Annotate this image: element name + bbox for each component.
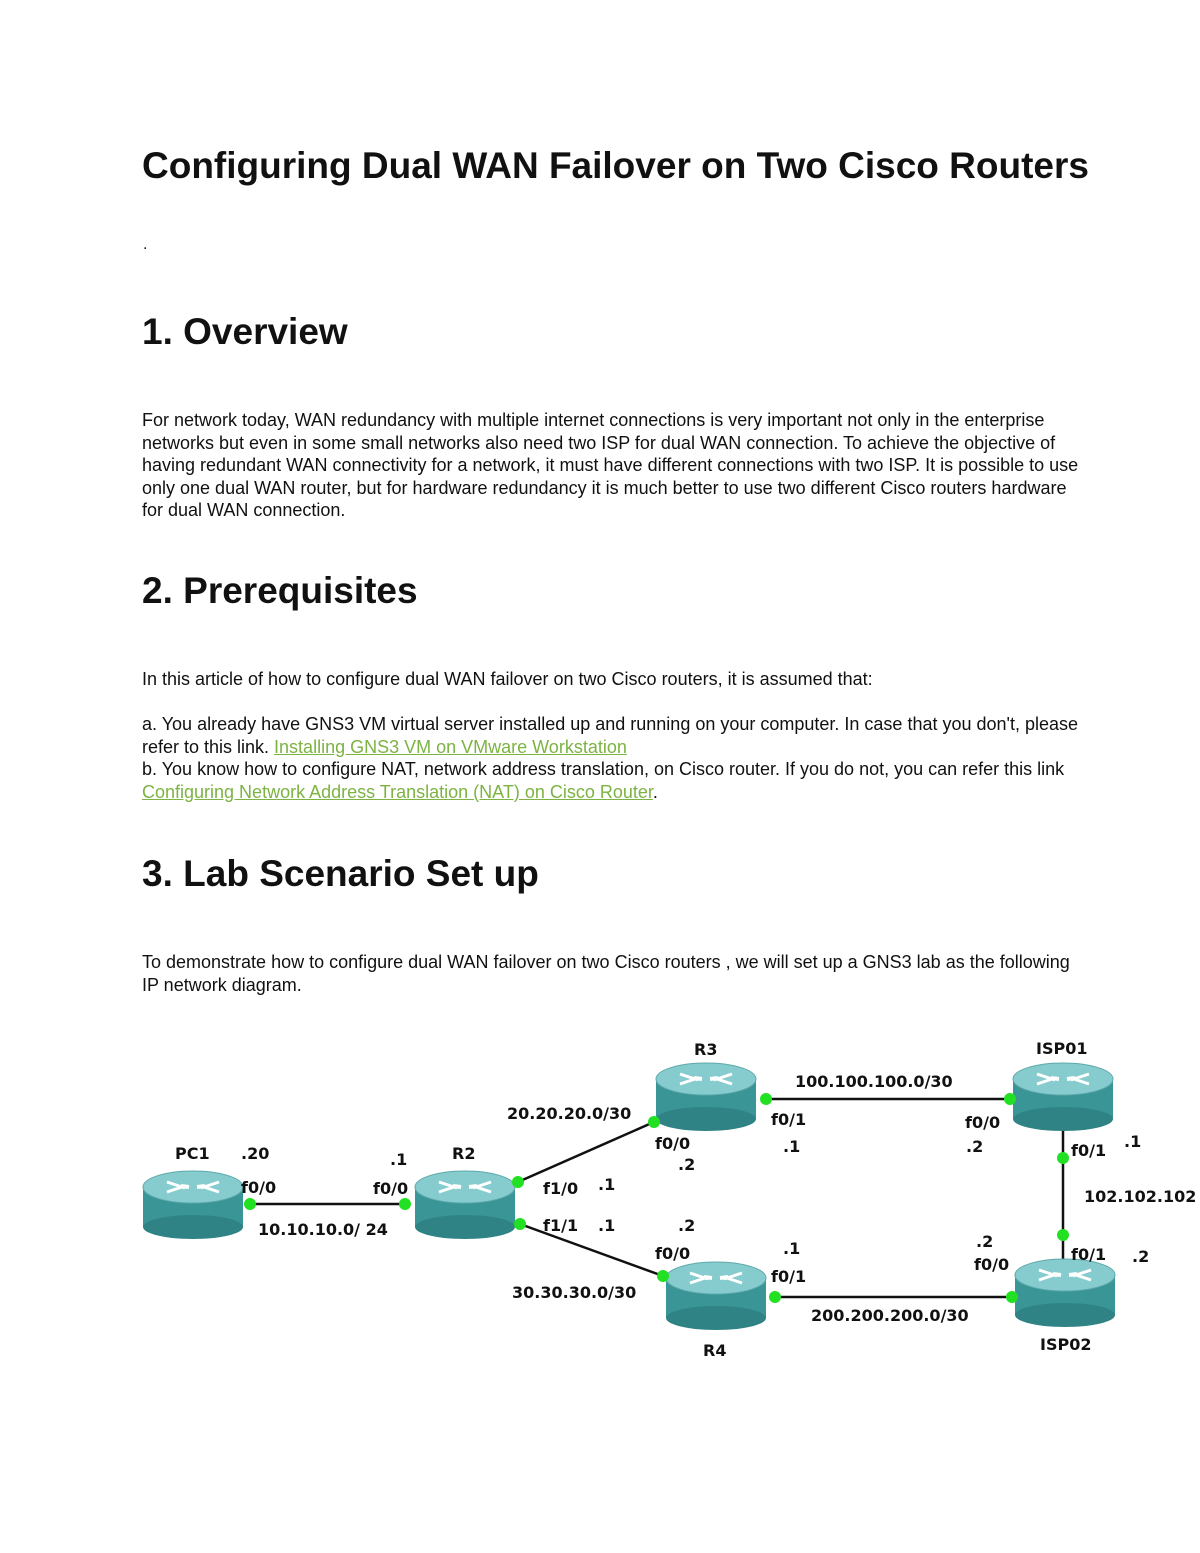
port-dots [244,1093,1069,1303]
port-dot-r3-f00 [648,1116,660,1128]
if-r4-f00: f0/0 [655,1244,690,1263]
net-r2-r3: 20.20.20.0/30 [507,1104,631,1123]
router-r3 [654,1061,758,1133]
label-r3: R3 [694,1040,717,1059]
router-r2 [413,1169,517,1241]
links [250,1097,1065,1299]
net-pc1-r2: 10.10.10.0/ 24 [258,1220,388,1239]
if-isp02-f01: f0/1 [1071,1245,1106,1264]
if-r2-f11: f1/1 [543,1216,578,1235]
heading-lab-scenario: 3. Lab Scenario Set up [142,853,539,894]
ip-pc1: .20 [241,1144,269,1163]
ip-r4-f01: .1 [783,1239,800,1258]
port-dot-r2-f10 [512,1176,524,1188]
heading-prerequisites: 2. Prerequisites [142,570,418,611]
router-pc1 [141,1169,245,1241]
port-dot-r4-f00 [657,1270,669,1282]
if-isp01-f01: f0/1 [1071,1141,1106,1160]
network-diagram: PC1 R2 R3 R4 ISP01 ISP02 10.10.10.0/ 24 … [141,1039,1196,1360]
page-title: Configuring Dual WAN Failover on Two Cis… [142,145,1089,186]
subtitle-dot: . [143,236,148,253]
port-dot-isp01-f01 [1057,1152,1069,1164]
port-dot-pc1-f00 [244,1198,256,1210]
ip-r4-f00: .2 [678,1216,695,1235]
port-dot-r2-f11 [514,1218,526,1230]
label-pc1: PC1 [175,1144,210,1163]
nat-link[interactable]: Configuring Network Address Translation … [142,781,653,802]
prerequisites-item-a: a. You already have GNS3 VM virtual serv… [142,713,1082,803]
if-r2-f10: f1/0 [543,1179,578,1198]
item-b-text: b. You know how to configure NAT, networ… [142,759,1065,779]
ip-isp01-f00: .2 [966,1137,983,1156]
if-pc1-f00: f0/0 [241,1178,276,1197]
ip-r2-f10: .1 [598,1175,615,1194]
ip-r3-f01: .1 [783,1137,800,1156]
router-r4 [664,1260,768,1332]
if-r3-f01: f0/1 [771,1110,806,1129]
if-isp02-f00: f0/0 [974,1255,1009,1274]
link-r2-r3 [517,1120,655,1184]
net-r3-isp01: 100.100.100.0/30 [795,1072,953,1091]
port-dot-r2-f00 [399,1198,411,1210]
router-isp01 [1011,1061,1115,1133]
overview-paragraph: For network today, WAN redundancy with m… [142,410,1079,520]
if-r2-f00: f0/0 [373,1179,408,1198]
heading-overview: 1. Overview [142,311,348,352]
net-isp01-isp02: 102.102.102 [1084,1187,1196,1206]
item-a-text: a. You already have GNS3 VM virtual serv… [142,714,1078,757]
item-b-end: . [652,781,658,802]
port-dot-isp02-f00 [1006,1291,1018,1303]
port-dot-isp02-f01 [1057,1229,1069,1241]
label-r2: R2 [452,1144,475,1163]
ip-r3-f00: .2 [678,1155,695,1174]
prerequisites-intro: In this article of how to configure dual… [142,669,873,689]
port-dot-isp01-f00 [1004,1093,1016,1105]
net-r4-isp02: 200.200.200.0/30 [811,1306,969,1325]
port-dot-r4-f01 [769,1291,781,1303]
ip-isp01-f01: .1 [1124,1132,1141,1151]
lab-scenario-paragraph: To demonstrate how to configure dual WAN… [142,952,1070,995]
link-r2-r4 [519,1222,664,1278]
net-r2-r4: 30.30.30.0/30 [512,1283,636,1302]
label-r4: R4 [703,1341,726,1360]
ip-isp02-f00: .2 [976,1232,993,1251]
if-r3-f00: f0/0 [655,1134,690,1153]
ip-r2-f00: .1 [390,1150,407,1169]
router-isp02 [1013,1257,1117,1329]
ip-isp02-f01: .2 [1132,1247,1149,1266]
if-isp01-f00: f0/0 [965,1113,1000,1132]
gns3-vm-link[interactable]: Installing GNS3 VM on VMware Workstation [274,736,627,757]
if-r4-f01: f0/1 [771,1267,806,1286]
ip-r2-f11: .1 [598,1216,615,1235]
label-isp01: ISP01 [1036,1039,1087,1058]
label-isp02: ISP02 [1040,1335,1091,1354]
port-dot-r3-f01 [760,1093,772,1105]
